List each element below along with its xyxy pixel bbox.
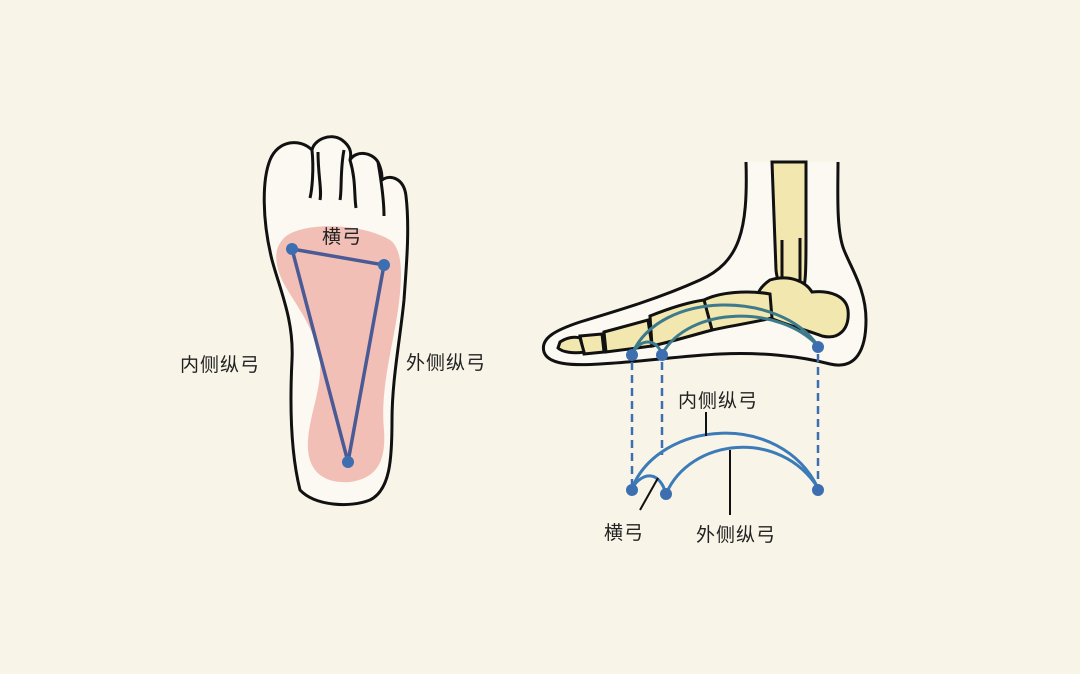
label-side-lateral-longitudinal-arch: 外侧纵弓 — [696, 524, 777, 546]
label-transverse-arch: 横弓 — [322, 226, 363, 248]
label-medial-longitudinal-arch: 内侧纵弓 — [180, 354, 261, 376]
metatarsal-bone — [648, 298, 714, 348]
toe-line — [316, 151, 323, 201]
lateral-arch-curve — [660, 314, 820, 355]
point-icon — [286, 243, 298, 255]
schematic-lateral-arch — [664, 445, 820, 495]
toe-line — [338, 149, 346, 201]
arch-triangle — [290, 247, 386, 464]
point-icon — [378, 259, 390, 271]
arch-area — [276, 226, 401, 483]
midfoot-bone — [702, 290, 774, 332]
medial-arch-curve — [630, 303, 820, 355]
toe-line — [308, 149, 315, 199]
label-lateral-longitudinal-arch: 外侧纵弓 — [406, 352, 487, 374]
side-view — [541, 160, 868, 515]
schematic-medial-arch — [630, 431, 820, 489]
point-icon — [626, 484, 638, 496]
point-icon — [656, 349, 668, 361]
point-icon — [626, 349, 638, 361]
leader-line — [639, 477, 659, 511]
toe-line — [376, 161, 386, 217]
plantar-view — [262, 135, 410, 507]
point-icon — [812, 341, 824, 353]
point-icon — [660, 488, 672, 500]
phalanx-bone — [556, 335, 586, 355]
toe-line — [348, 159, 358, 209]
label-side-transverse-arch: 横弓 — [604, 522, 645, 544]
point-icon — [812, 484, 824, 496]
label-side-medial-longitudinal-arch: 内侧纵弓 — [678, 390, 759, 412]
point-icon — [342, 456, 354, 468]
